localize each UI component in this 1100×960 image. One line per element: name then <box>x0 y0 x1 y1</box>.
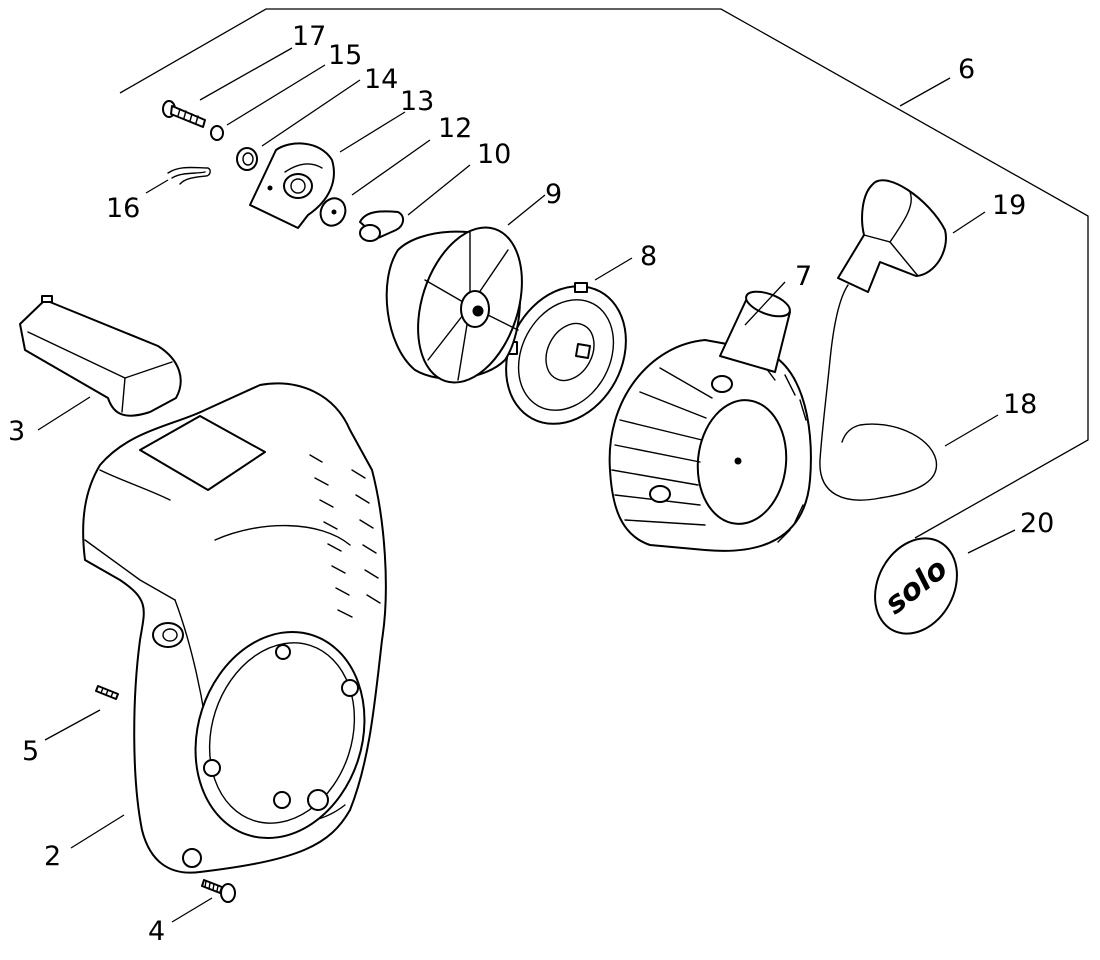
part-18-starter-rope <box>819 284 938 501</box>
part-17-bolt <box>162 100 206 128</box>
part-13-ratchet-plate <box>249 142 335 229</box>
callout-labels: 2 3 4 5 6 7 8 9 10 12 13 14 15 16 17 18 … <box>8 21 1054 947</box>
callout-3: 3 <box>8 416 25 447</box>
callout-19: 19 <box>992 190 1026 221</box>
part-19-starter-handle <box>837 179 947 293</box>
part-12-washer <box>319 197 347 227</box>
part-10-pawl <box>359 210 404 242</box>
callout-4: 4 <box>148 916 165 947</box>
callout-18: 18 <box>1003 389 1037 420</box>
callout-7: 7 <box>795 261 812 292</box>
callout-13: 13 <box>400 86 434 117</box>
part-9-rope-pulley <box>385 226 523 384</box>
callout-6: 6 <box>958 54 975 85</box>
callout-20: 20 <box>1020 508 1054 539</box>
part-20-logo-decal: solo <box>874 537 958 635</box>
callout-15: 15 <box>328 40 362 71</box>
part-2-fan-housing <box>82 382 387 874</box>
leader-lines <box>37 47 1016 923</box>
part-4-screw <box>201 879 236 903</box>
part-7-starter-housing <box>608 290 812 552</box>
part-3-cover-plate <box>19 295 182 417</box>
assembly-bracket-6 <box>119 8 1089 539</box>
part-14-bush <box>236 147 258 171</box>
callout-8: 8 <box>640 241 657 272</box>
callout-14: 14 <box>364 64 398 95</box>
part-5-screw <box>95 685 119 700</box>
part-16-spring-clip <box>167 166 211 185</box>
callout-16: 16 <box>106 193 140 224</box>
callout-12: 12 <box>438 113 472 144</box>
callout-9: 9 <box>545 179 562 210</box>
callout-5: 5 <box>22 736 39 767</box>
callout-10: 10 <box>477 139 511 170</box>
part-15-washer <box>210 125 224 141</box>
callout-17: 17 <box>292 21 326 52</box>
callout-2: 2 <box>44 841 61 872</box>
